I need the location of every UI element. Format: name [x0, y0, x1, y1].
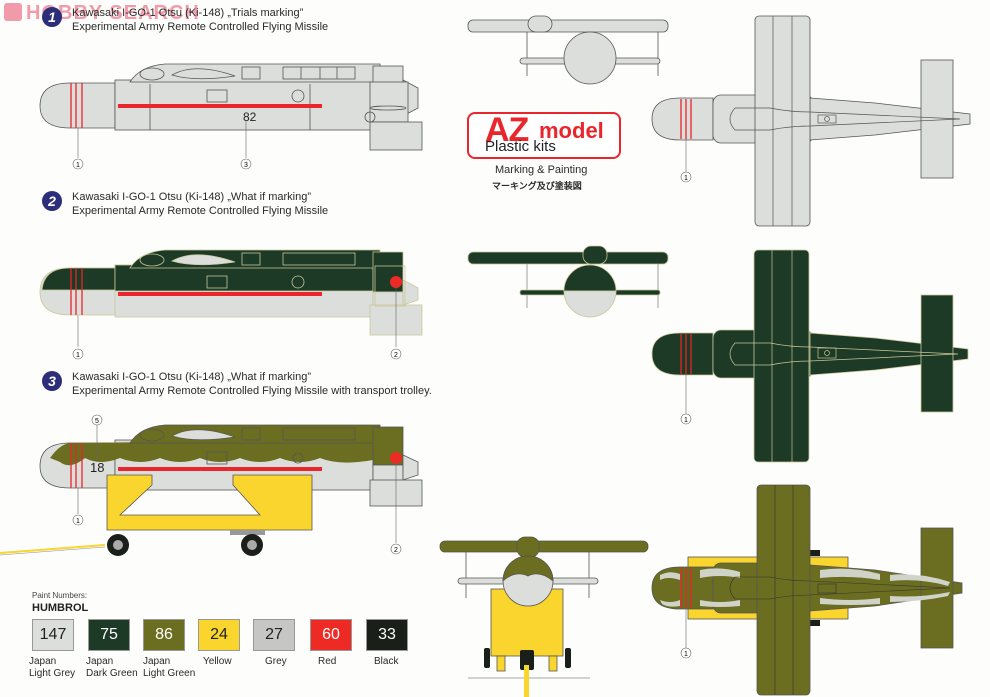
swatch-27: 27 — [253, 619, 295, 651]
swatch-label-24: Yellow — [203, 656, 232, 667]
swatch-label-27: Grey — [265, 656, 287, 667]
swatch-60: 60 — [310, 619, 352, 651]
hobbysearch-logo-icon — [4, 3, 22, 21]
svg-text:5: 5 — [95, 418, 99, 425]
svg-text:3: 3 — [244, 162, 248, 169]
swatch-75: 75 — [88, 619, 130, 651]
swatch-147: 147 — [32, 619, 74, 651]
az-model-logo: AZ model Plastic kits — [467, 111, 621, 159]
logo-model: model — [539, 118, 604, 143]
swatch-86: 86 — [143, 619, 185, 651]
profile-2-badge: 2 — [42, 191, 62, 211]
swatch-24: 24 — [198, 619, 240, 651]
svg-text:1: 1 — [76, 518, 80, 525]
svg-text:18: 18 — [90, 460, 104, 475]
profile-3-subtitle: Experimental Army Remote Controlled Flyi… — [72, 385, 432, 397]
profile-2-subtitle: Experimental Army Remote Controlled Flyi… — [72, 205, 329, 217]
svg-text:2: 2 — [394, 352, 398, 359]
logo-az: AZ — [485, 111, 529, 149]
svg-text:1: 1 — [76, 352, 80, 359]
heading-jp: マーキング及び塗装図 — [492, 181, 582, 191]
svg-text:1: 1 — [684, 651, 688, 658]
swatch-33: 33 — [366, 619, 408, 651]
heading-en: Marking & Painting — [495, 164, 588, 176]
profile-1-title: Kawasaki I-GO-1 Otsu (Ki-148) „Trials ma… — [72, 7, 304, 19]
profile-3-title: Kawasaki I-GO-1 Otsu (Ki-148) „What if m… — [72, 371, 312, 383]
watermark-text: HOBBY SEARCH — [26, 2, 200, 24]
profile-1-badge: 1 — [42, 7, 62, 27]
paint-brand: HUMBROL — [32, 602, 89, 614]
profile-1-subtitle: Experimental Army Remote Controlled Flyi… — [72, 21, 329, 33]
svg-text:1: 1 — [684, 417, 688, 424]
paint-title: Paint Numbers: — [32, 591, 88, 600]
logo-tagline: Plastic kits — [485, 138, 556, 155]
profile-2-title: Kawasaki I-GO-1 Otsu (Ki-148) „What if m… — [72, 191, 312, 203]
svg-text:1: 1 — [684, 175, 688, 182]
svg-text:2: 2 — [394, 547, 398, 554]
swatch-label-60: Red — [318, 656, 337, 667]
watermark: HOBBY SEARCH — [4, 2, 200, 25]
svg-text:1: 1 — [76, 162, 80, 169]
svg-text:82: 82 — [243, 110, 257, 124]
profile-3-badge: 3 — [42, 371, 62, 391]
swatch-label-33: Black — [374, 656, 399, 667]
